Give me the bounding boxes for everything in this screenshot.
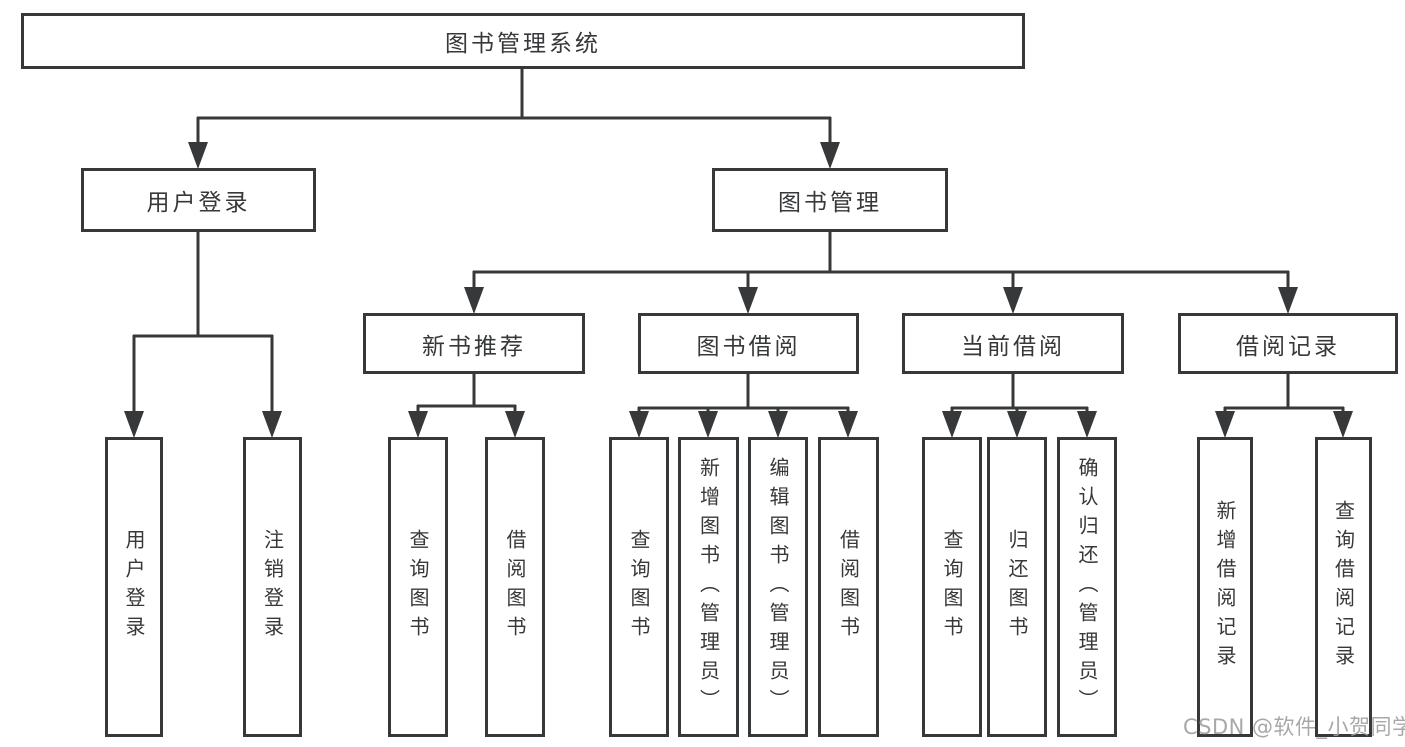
node-edit-book-admin: 编辑图书（管理员） <box>748 437 808 737</box>
connector-bookborrow-to-children <box>629 374 858 438</box>
node-add-borrow-record: 新增借阅记录 <box>1197 437 1253 737</box>
connector-borrowrecord-to-children <box>1215 374 1353 438</box>
connector-newbookrec-to-children <box>408 374 525 438</box>
node-rec-borrow-book-label: 借阅图书 <box>503 529 527 645</box>
node-borrow-record-label: 借阅记录 <box>1236 333 1340 360</box>
node-user-login-action-label: 用户登录 <box>122 529 146 645</box>
node-return-book-label: 归还图书 <box>1005 529 1029 645</box>
node-book-borrow: 图书借阅 <box>638 313 859 374</box>
node-new-book-recommend: 新书推荐 <box>363 313 585 374</box>
node-root-label: 图书管理系统 <box>445 31 601 57</box>
node-current-query-book-label: 查询图书 <box>940 529 964 645</box>
node-root: 图书管理系统 <box>21 13 1025 69</box>
node-add-book-admin-label: 新增图书（管理员） <box>696 456 721 718</box>
node-book-borrow-label: 图书借阅 <box>696 333 801 360</box>
node-book-management-label: 图书管理 <box>778 190 882 216</box>
connector-bookmgmt-to-level3 <box>464 232 1298 314</box>
node-confirm-return-admin: 确认归还（管理员） <box>1057 437 1117 737</box>
node-user-login-label: 用户登录 <box>146 190 251 216</box>
connector-currentborrow-to-children <box>942 374 1097 438</box>
node-add-borrow-record-label: 新增借阅记录 <box>1213 500 1237 674</box>
node-borrow-book-action: 借阅图书 <box>818 437 879 737</box>
csdn-watermark: CSDN @软件_小贺同学 <box>1183 715 1405 739</box>
node-borrow-query-book: 查询图书 <box>609 437 669 737</box>
node-borrow-record: 借阅记录 <box>1178 313 1398 374</box>
node-add-book-admin: 新增图书（管理员） <box>678 437 739 737</box>
node-query-borrow-record: 查询借阅记录 <box>1315 437 1372 737</box>
node-book-management: 图书管理 <box>712 168 948 232</box>
node-current-borrow-label: 当前借阅 <box>961 333 1065 360</box>
node-user-login: 用户登录 <box>81 168 316 232</box>
node-rec-query-book-label: 查询图书 <box>406 529 430 645</box>
node-user-login-action: 用户登录 <box>105 437 163 737</box>
node-new-book-recommend-label: 新书推荐 <box>422 333 526 360</box>
connector-root-to-level2 <box>188 69 840 169</box>
node-confirm-return-admin-label: 确认归还（管理员） <box>1075 456 1099 718</box>
node-query-borrow-record-label: 查询借阅记录 <box>1331 500 1356 674</box>
node-logout-label: 注销登录 <box>260 529 285 645</box>
node-rec-query-book: 查询图书 <box>388 437 448 737</box>
node-current-query-book: 查询图书 <box>922 437 982 737</box>
node-edit-book-admin-label: 编辑图书（管理员） <box>766 456 790 718</box>
node-borrow-query-book-label: 查询图书 <box>627 529 651 645</box>
node-logout: 注销登录 <box>243 437 302 737</box>
node-current-borrow: 当前借阅 <box>902 313 1124 374</box>
node-return-book: 归还图书 <box>987 437 1047 737</box>
connector-userlogin-to-children <box>124 232 282 438</box>
node-rec-borrow-book: 借阅图书 <box>485 437 545 737</box>
node-borrow-book-action-label: 借阅图书 <box>836 529 861 645</box>
